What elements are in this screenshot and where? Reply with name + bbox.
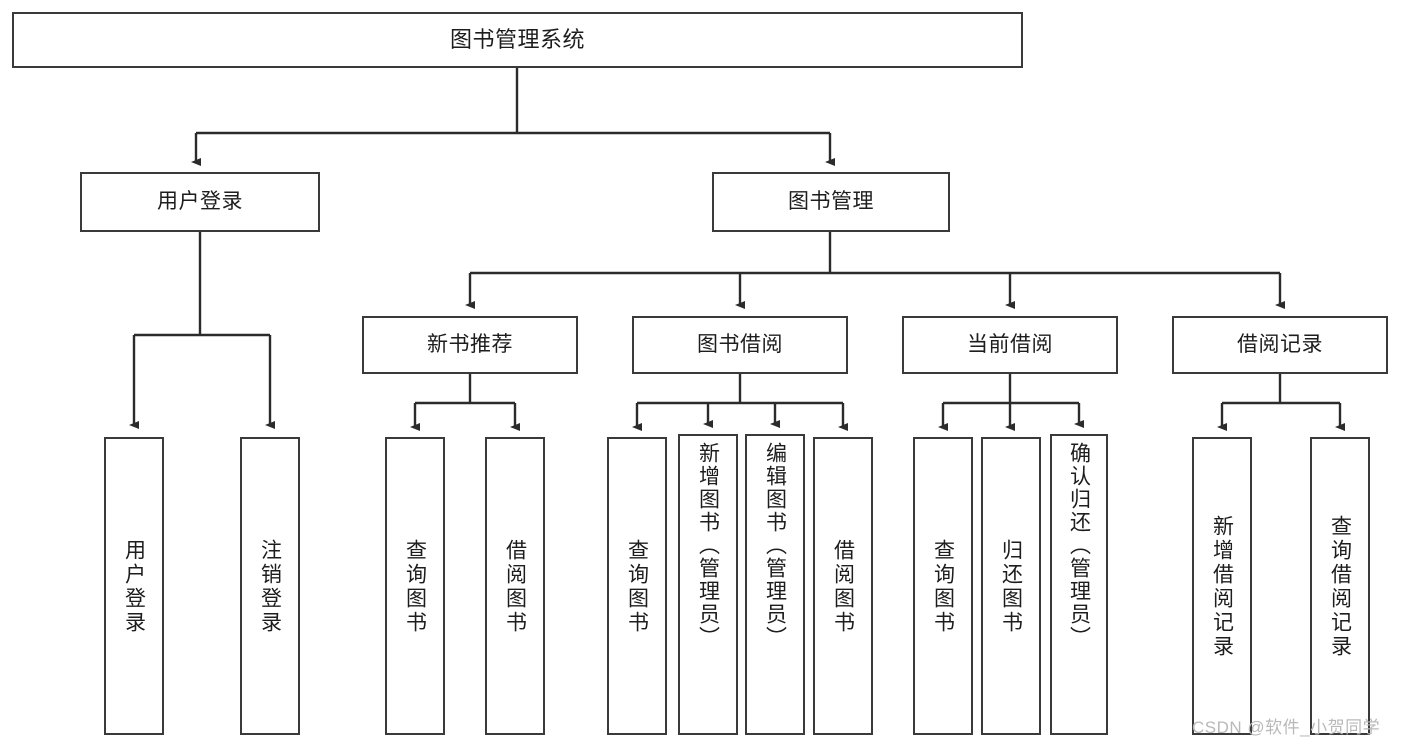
node-borrow-record[interactable]: 借阅记录 — [1172, 316, 1388, 374]
leaf-query-book-recommend[interactable]: 查询图书 — [385, 437, 445, 735]
leaf-add-book-admin[interactable]: 新增图书（管理员） — [678, 434, 738, 735]
node-label: 新增借阅记录 — [1210, 515, 1234, 659]
node-label: 编辑图书（管理员） — [763, 442, 787, 649]
leaf-edit-book-admin[interactable]: 编辑图书（管理员） — [745, 434, 805, 735]
node-label: 新书推荐 — [427, 332, 513, 356]
leaf-query-book-borrow[interactable]: 查询图书 — [607, 437, 667, 735]
node-book-borrow[interactable]: 图书借阅 — [632, 316, 848, 374]
node-label: 归还图书 — [999, 539, 1023, 635]
node-label: 注销登录 — [258, 539, 282, 635]
node-label: 图书管理 — [788, 189, 874, 213]
node-label: 查询借阅记录 — [1328, 515, 1352, 659]
node-new-book-recommend[interactable]: 新书推荐 — [362, 316, 578, 374]
leaf-logout[interactable]: 注销登录 — [240, 437, 300, 735]
node-root-system[interactable]: 图书管理系统 — [12, 12, 1023, 68]
leaf-query-borrow-record[interactable]: 查询借阅记录 — [1310, 437, 1370, 735]
node-label: 查询图书 — [931, 539, 955, 635]
leaf-add-borrow-record[interactable]: 新增借阅记录 — [1192, 437, 1252, 735]
leaf-borrow-book[interactable]: 借阅图书 — [813, 437, 873, 735]
node-label: 图书借阅 — [697, 332, 783, 356]
leaf-borrow-book-recommend[interactable]: 借阅图书 — [485, 437, 545, 735]
leaf-query-book-current[interactable]: 查询图书 — [913, 437, 973, 735]
node-label: 借阅图书 — [831, 539, 855, 635]
node-label: 当前借阅 — [967, 332, 1053, 356]
node-current-borrow[interactable]: 当前借阅 — [902, 316, 1118, 374]
node-label: 用户登录 — [122, 539, 146, 635]
node-label: 查询图书 — [403, 539, 427, 635]
node-label: 用户登录 — [157, 189, 243, 213]
node-label: 查询图书 — [625, 539, 649, 635]
leaf-user-login[interactable]: 用户登录 — [104, 437, 164, 735]
node-label: 借阅记录 — [1237, 332, 1323, 356]
csdn-watermark: CSDN @软件_小贺同学 — [1192, 718, 1381, 737]
node-label: 图书管理系统 — [449, 27, 585, 53]
node-label: 确认归还（管理员） — [1067, 442, 1091, 649]
node-label: 借阅图书 — [503, 539, 527, 635]
leaf-return-book[interactable]: 归还图书 — [981, 437, 1041, 735]
node-book-management[interactable]: 图书管理 — [712, 172, 950, 232]
node-user-login[interactable]: 用户登录 — [80, 172, 320, 232]
leaf-confirm-return-admin[interactable]: 确认归还（管理员） — [1050, 434, 1108, 735]
node-label: 新增图书（管理员） — [696, 442, 720, 649]
